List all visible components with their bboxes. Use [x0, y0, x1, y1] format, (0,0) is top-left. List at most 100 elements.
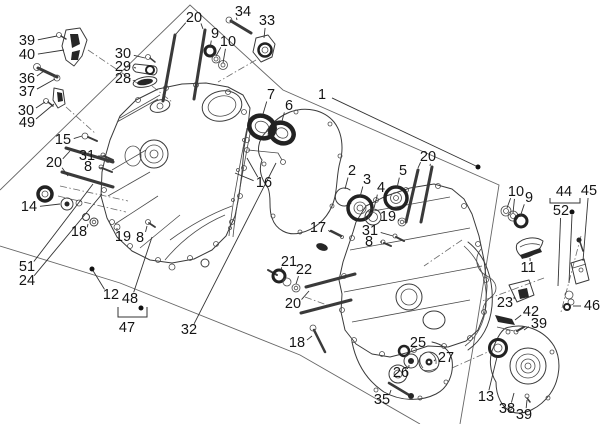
- part-label-10: 10: [508, 184, 524, 200]
- part-label-25: 25: [410, 335, 426, 351]
- part-label-15: 15: [55, 132, 71, 148]
- mount-bracket-33: [252, 34, 276, 63]
- part-label-17: 17: [310, 220, 326, 236]
- part-label-4: 4: [377, 180, 385, 196]
- cover-oil-seal-13: [488, 338, 508, 358]
- leader-line-21: [280, 267, 283, 272]
- part-label-16: 16: [256, 175, 272, 191]
- part-label-10: 10: [220, 34, 236, 50]
- leader-line-52: [557, 217, 562, 287]
- crank-bearing-set: [334, 185, 409, 226]
- leader-lines-layer: [33, 17, 589, 409]
- group-bracket: [549, 198, 581, 204]
- leader-line-5: [396, 177, 400, 189]
- leader-line-40: [37, 49, 65, 55]
- leader-line-7: [262, 101, 268, 115]
- leader-line-33: [263, 27, 266, 39]
- leader-line-10: [222, 48, 226, 64]
- part-label-46: 46: [584, 298, 600, 314]
- leader-line-15: [73, 135, 83, 139]
- leader-line-37: [36, 78, 56, 90]
- leader-line-17: [328, 229, 331, 233]
- leader-line-18: [86, 223, 89, 228]
- leader-line-34: [235, 17, 238, 21]
- part-label-38: 38: [499, 401, 515, 417]
- part-label-21: 21: [281, 254, 297, 270]
- inspection-plate-23: [508, 279, 535, 303]
- leader-line-27: [433, 359, 436, 362]
- part-label-8: 8: [84, 159, 92, 175]
- leader-line-48: [133, 236, 153, 293]
- leader-line-9: [519, 204, 525, 218]
- part-label-3: 3: [363, 172, 371, 188]
- leader-line-16: [234, 172, 254, 182]
- part-label-35: 35: [374, 392, 390, 408]
- leader-line-3: [359, 186, 364, 198]
- scoop-baffle-11: [515, 237, 544, 259]
- leader-line-10: [215, 47, 222, 57]
- leader-line-20: [61, 167, 69, 177]
- bolt-18-bottom: [309, 324, 327, 354]
- part-label-37: 37: [19, 84, 35, 100]
- part-label-22: 22: [296, 262, 312, 278]
- left-crankcase-half: [100, 82, 251, 271]
- part-label-13: 13: [478, 389, 494, 405]
- leader-line-20: [301, 290, 310, 300]
- leader-line-4: [373, 194, 378, 209]
- flywheel-cover: [489, 325, 560, 414]
- part-label-20: 20: [186, 10, 202, 26]
- part-label-47: 47: [119, 320, 135, 336]
- reed-strip-42: [495, 315, 515, 332]
- part-label-45: 45: [581, 183, 597, 199]
- part-label-12: 12: [103, 287, 119, 303]
- leader-line-20: [62, 150, 71, 160]
- leader-line-9: [209, 40, 212, 49]
- part-label-24: 24: [19, 273, 35, 289]
- part-label-5: 5: [399, 163, 407, 179]
- leader-line-8: [145, 225, 148, 233]
- leader-line-24: [33, 193, 103, 276]
- part-label-33: 33: [259, 13, 275, 29]
- leader-line-13: [488, 356, 498, 391]
- part-label-49: 49: [19, 115, 35, 131]
- sensor-17: [316, 229, 344, 251]
- part-label-39: 39: [516, 407, 532, 423]
- leader-line-39: [525, 399, 528, 409]
- leader-line-49: [35, 103, 55, 120]
- part-label-31: 31: [79, 148, 95, 164]
- part-label-9: 9: [211, 26, 219, 42]
- part-label-32: 32: [181, 322, 197, 338]
- group-bracket: [117, 307, 148, 318]
- part-label-31: 31: [362, 223, 378, 239]
- leader-line-32: [193, 162, 277, 324]
- oil-seal-6: [268, 120, 296, 146]
- reference-dot: [138, 305, 144, 311]
- leader-line-16: [246, 157, 259, 178]
- leader-line-39: [523, 326, 530, 331]
- crank-bolt-stack: [267, 268, 301, 293]
- part-label-6: 6: [285, 98, 293, 114]
- part-label-36: 36: [19, 71, 35, 87]
- bolt-35: [387, 381, 414, 399]
- part-label-20: 20: [46, 155, 62, 171]
- leader-line-30: [35, 101, 46, 109]
- leader-line-20: [417, 161, 422, 169]
- leader-line-42: [514, 314, 522, 321]
- part-label-18: 18: [71, 224, 87, 240]
- reference-dot: [89, 266, 95, 272]
- part-label-42: 42: [523, 304, 539, 320]
- leader-line-2: [344, 177, 349, 190]
- leader-line-20: [175, 22, 187, 35]
- bolt-boss-holes-right: [339, 183, 489, 357]
- part-label-39: 39: [531, 316, 547, 332]
- leader-line-12: [91, 268, 105, 290]
- part-label-26: 26: [393, 365, 409, 381]
- leader-line-36: [36, 70, 45, 77]
- part-label-27: 27: [438, 350, 454, 366]
- part-label-51: 51: [19, 259, 35, 275]
- breather-pipe: [244, 147, 286, 165]
- part-label-39: 39: [19, 33, 35, 49]
